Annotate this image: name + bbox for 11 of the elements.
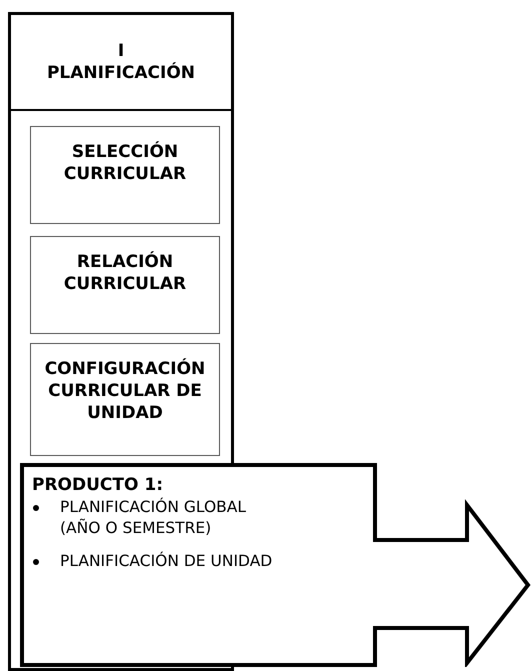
callout-heading: PRODUCTO 1: [32, 475, 163, 495]
process-box [30, 236, 220, 334]
process-box [30, 126, 220, 224]
bullet-item: PLANIFICACIÓN DE UNIDAD [60, 551, 274, 572]
arrow-callout [20, 463, 532, 667]
panel-title: I PLANIFICACIÓN [46, 40, 196, 84]
bullet-item: PLANIFICACIÓN GLOBAL (AÑO O SEMESTRE) [60, 497, 248, 539]
box-label: SELECCIÓN CURRICULAR [62, 141, 188, 185]
process-box [30, 343, 220, 456]
box-label: CONFIGURACIÓN CURRICULAR DE UNIDAD [44, 358, 206, 424]
box-label: RELACIÓN CURRICULAR [62, 251, 188, 295]
